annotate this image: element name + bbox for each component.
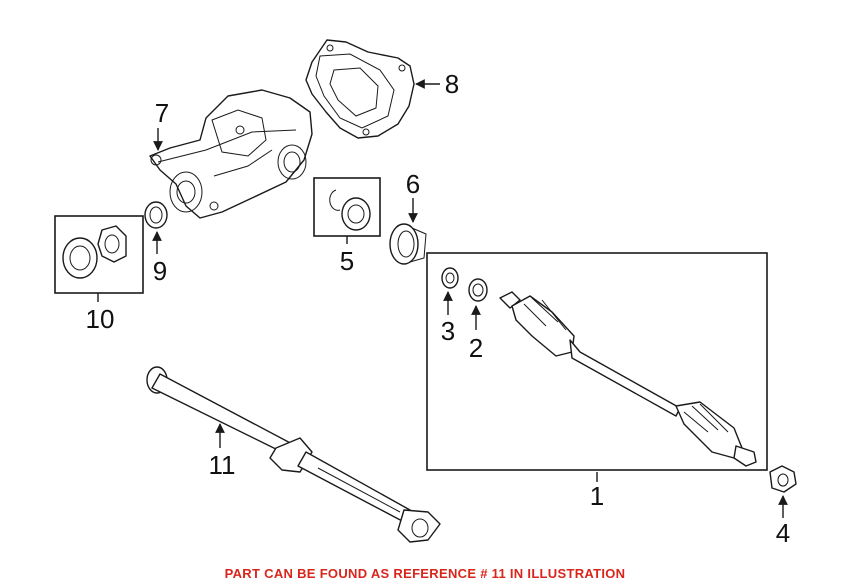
flange-nut-seal-kit xyxy=(54,215,144,294)
reference-note: PART CAN BE FOUND AS REFERENCE # 11 IN I… xyxy=(224,566,626,581)
callout-3: 3 xyxy=(441,316,455,346)
callout-5: 5 xyxy=(340,246,354,276)
differential-housing xyxy=(149,89,313,219)
callout-11: 11 xyxy=(209,450,236,480)
callout-10: 10 xyxy=(86,304,115,334)
axle-shaft xyxy=(499,291,757,467)
axle-seal-ring xyxy=(468,278,488,302)
callout-8: 8 xyxy=(445,69,459,99)
bearing-with-snap-ring xyxy=(313,177,381,237)
callout-9: 9 xyxy=(153,256,167,286)
callout-1: 1 xyxy=(590,481,604,511)
axle-nut xyxy=(769,465,797,493)
differential-cover xyxy=(305,39,415,139)
callout-6: 6 xyxy=(406,169,420,199)
drive-shaft xyxy=(146,366,441,543)
callout-7: 7 xyxy=(155,98,169,128)
callout-4: 4 xyxy=(776,518,790,548)
output-seal xyxy=(144,201,168,229)
circlip-ring xyxy=(441,267,459,289)
axle-shaft-box xyxy=(426,252,768,471)
pinion-seal xyxy=(389,223,427,265)
callout-2: 2 xyxy=(469,333,483,363)
